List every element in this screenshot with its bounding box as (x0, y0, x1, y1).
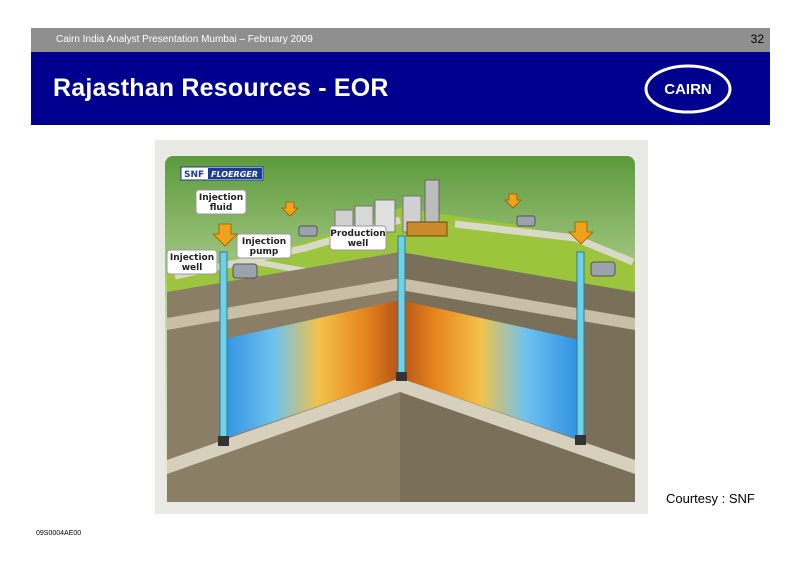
slide-title: Rajasthan Resources - EOR (53, 74, 389, 102)
logo-text: CAIRN (664, 81, 712, 98)
label-injection-pump-line2: pump (250, 247, 279, 257)
label-injection-pump: Injection pump (236, 233, 292, 259)
snf-floerger-brand: SNF FLOERGER (180, 166, 264, 181)
presentation-subtitle: Cairn India Analyst Presentation Mumbai … (56, 34, 313, 45)
eor-illustration: SNF FLOERGER Injection fluid Injection p… (155, 140, 648, 514)
injection-arrow-back (281, 201, 299, 217)
well-tip (218, 436, 229, 446)
label-injection-fluid-line2: fluid (210, 203, 233, 213)
label-injection-well: Injection well (166, 249, 218, 275)
label-production-well-line2: well (348, 239, 369, 249)
injection-arrow-right (568, 221, 594, 245)
label-production-well: Production well (329, 225, 387, 251)
injection-well-right (576, 251, 585, 441)
label-injection-pump-line1: Injection (242, 237, 286, 247)
eor-diagram: SNF FLOERGER Injection fluid Injection p… (165, 156, 635, 502)
label-production-well-line1: Production (330, 229, 385, 239)
reservoir-right (400, 300, 580, 440)
brand-floerger: FLOERGER (211, 170, 258, 179)
header-bar: Cairn India Analyst Presentation Mumbai … (31, 28, 770, 52)
injection-pump-back (298, 225, 318, 237)
production-well (397, 235, 406, 377)
label-injection-fluid: Injection fluid (195, 189, 247, 215)
injection-arrow-back-right (504, 193, 522, 209)
injection-arrow-left (212, 223, 238, 247)
label-injection-well-line2: well (182, 263, 203, 273)
document-id: 09S0004AE00 (36, 530, 82, 537)
cairn-logo: CAIRN (644, 64, 732, 114)
injection-pump-left (232, 263, 258, 279)
label-injection-well-line1: Injection (170, 253, 214, 263)
label-injection-fluid-line1: Injection (199, 193, 243, 203)
reservoir-left (220, 300, 400, 440)
injection-pump-back-right (516, 215, 536, 227)
well-tip (396, 372, 407, 381)
page-number: 32 (750, 32, 764, 46)
production-facility (334, 179, 448, 237)
injection-pump-right (590, 261, 616, 277)
injection-well-left (219, 251, 228, 443)
title-banner: Rajasthan Resources - EOR CAIRN (31, 52, 770, 125)
well-tip (575, 435, 586, 445)
brand-snf: SNF (184, 170, 204, 180)
courtesy-note: Courtesy : SNF (666, 491, 755, 506)
